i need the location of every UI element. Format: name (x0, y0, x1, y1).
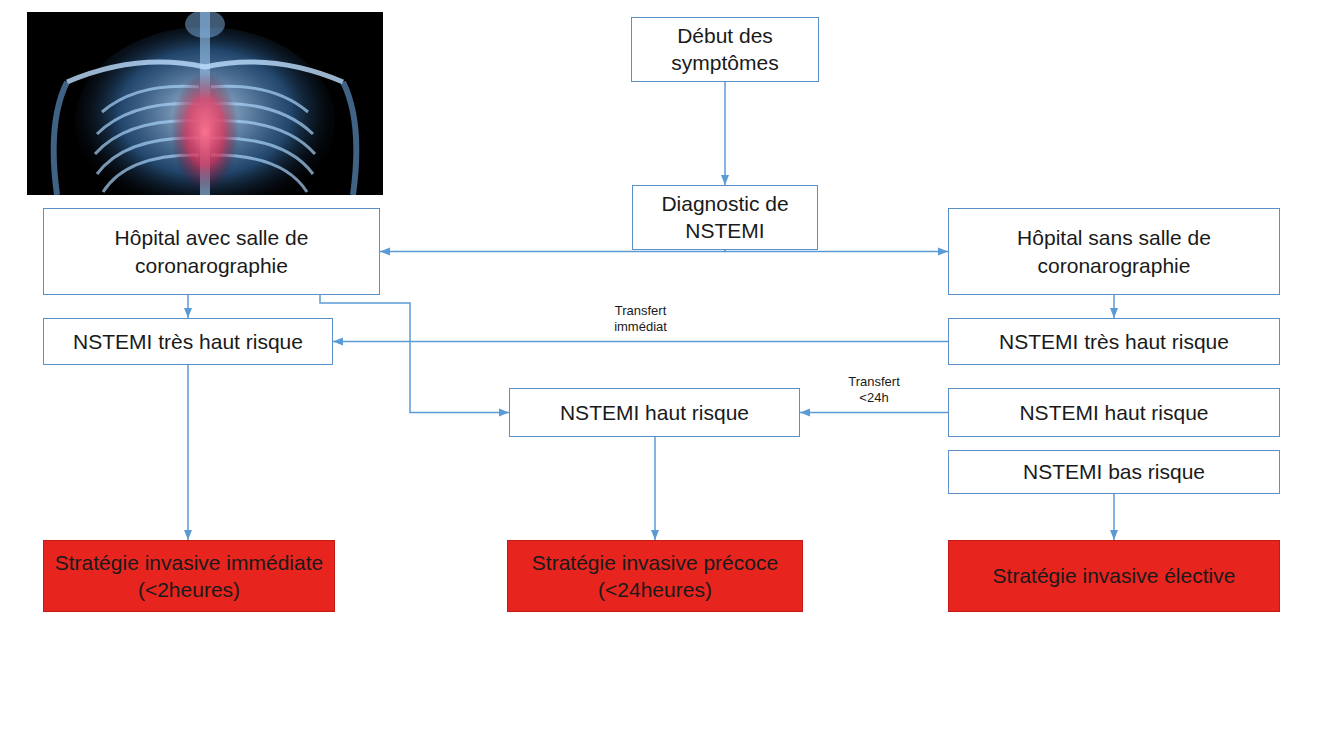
box-text: NSTEMI très haut risque (999, 328, 1229, 355)
flow-arrow (800, 412, 948, 414)
flow-arrow (724, 82, 726, 185)
risk-box: NSTEMI haut risque (948, 388, 1280, 437)
box-text: Stratégie invasive précoce (<24heures) (518, 549, 792, 604)
edge-label: Transfert <24h (832, 374, 916, 407)
box-text: NSTEMI bas risque (1023, 458, 1205, 485)
box-text: NSTEMI très haut risque (73, 328, 303, 355)
box-text: NSTEMI haut risque (1019, 399, 1208, 426)
flow-arrow (725, 250, 948, 252)
box-text: NSTEMI haut risque (560, 399, 749, 426)
flow-arrow (333, 341, 948, 343)
box-text: Début des symptômes (642, 22, 808, 77)
flow-arrow (654, 437, 656, 540)
box-text: Hôpital avec salle de coronarographie (54, 224, 369, 279)
strategy-box: Stratégie invasive élective (948, 540, 1280, 612)
hospital-box: Hôpital sans salle de coronarographie (948, 208, 1280, 295)
risk-box: NSTEMI très haut risque (948, 318, 1280, 365)
flow-arrow (187, 295, 189, 318)
box-text: Stratégie invasive immédiate (<2heures) (54, 549, 324, 604)
xray-illustration (27, 12, 383, 195)
box-text: Diagnostic de NSTEMI (643, 190, 807, 245)
start-box: Début des symptômes (631, 17, 819, 82)
diagnosis-box: Diagnostic de NSTEMI (632, 185, 818, 250)
strategy-box: Stratégie invasive immédiate (<2heures) (43, 540, 335, 612)
risk-box: NSTEMI bas risque (948, 450, 1280, 494)
flow-arrow (1113, 494, 1115, 540)
risk-box: NSTEMI très haut risque (43, 318, 333, 365)
flow-arrow (187, 365, 189, 540)
flow-arrow (1113, 295, 1115, 318)
box-text: Hôpital sans salle de coronarographie (959, 224, 1269, 279)
risk-box: NSTEMI haut risque (509, 388, 800, 437)
hospital-box: Hôpital avec salle de coronarographie (43, 208, 380, 295)
flow-arrow (320, 295, 509, 413)
edge-label: Transfert immédiat (599, 303, 683, 336)
flow-arrow (380, 250, 725, 252)
box-text: Stratégie invasive élective (993, 562, 1236, 589)
strategy-box: Stratégie invasive précoce (<24heures) (507, 540, 803, 612)
